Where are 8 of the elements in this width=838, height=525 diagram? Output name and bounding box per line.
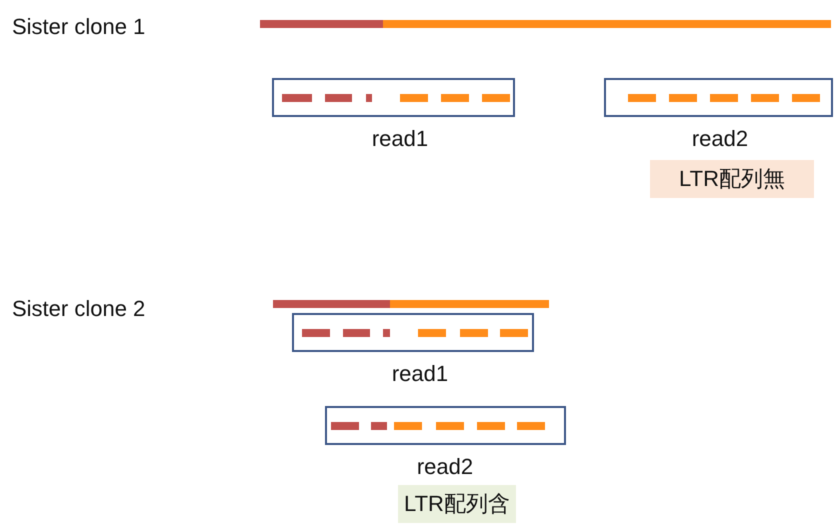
read-label: read2 xyxy=(690,126,750,152)
clone-label: Sister clone 2 xyxy=(12,296,146,322)
read-label: read1 xyxy=(370,126,430,152)
annotation-tag: LTR配列無 xyxy=(650,160,814,198)
read-label: read2 xyxy=(416,454,474,480)
clone-label: Sister clone 1 xyxy=(12,14,146,40)
annotation-tag: LTR配列含 xyxy=(398,485,516,523)
read-label: read1 xyxy=(390,361,450,387)
